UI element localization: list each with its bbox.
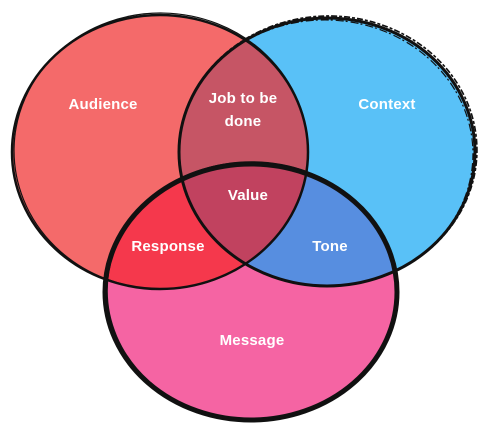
label-job-to-be-done-line1: Job to be [209, 90, 277, 107]
audience-outline-rough [13, 12, 309, 290]
label-context: Context [358, 96, 415, 113]
message-outline-rough [106, 161, 398, 421]
label-job-to-be-done-line2: done [225, 113, 262, 130]
circle-outlines [10, 12, 478, 423]
label-audience: Audience [68, 96, 137, 113]
label-response: Response [131, 238, 204, 255]
label-message: Message [220, 332, 285, 349]
label-value: Value [228, 187, 268, 204]
context-outline-rough-2 [178, 19, 474, 287]
label-tone: Tone [312, 238, 348, 255]
